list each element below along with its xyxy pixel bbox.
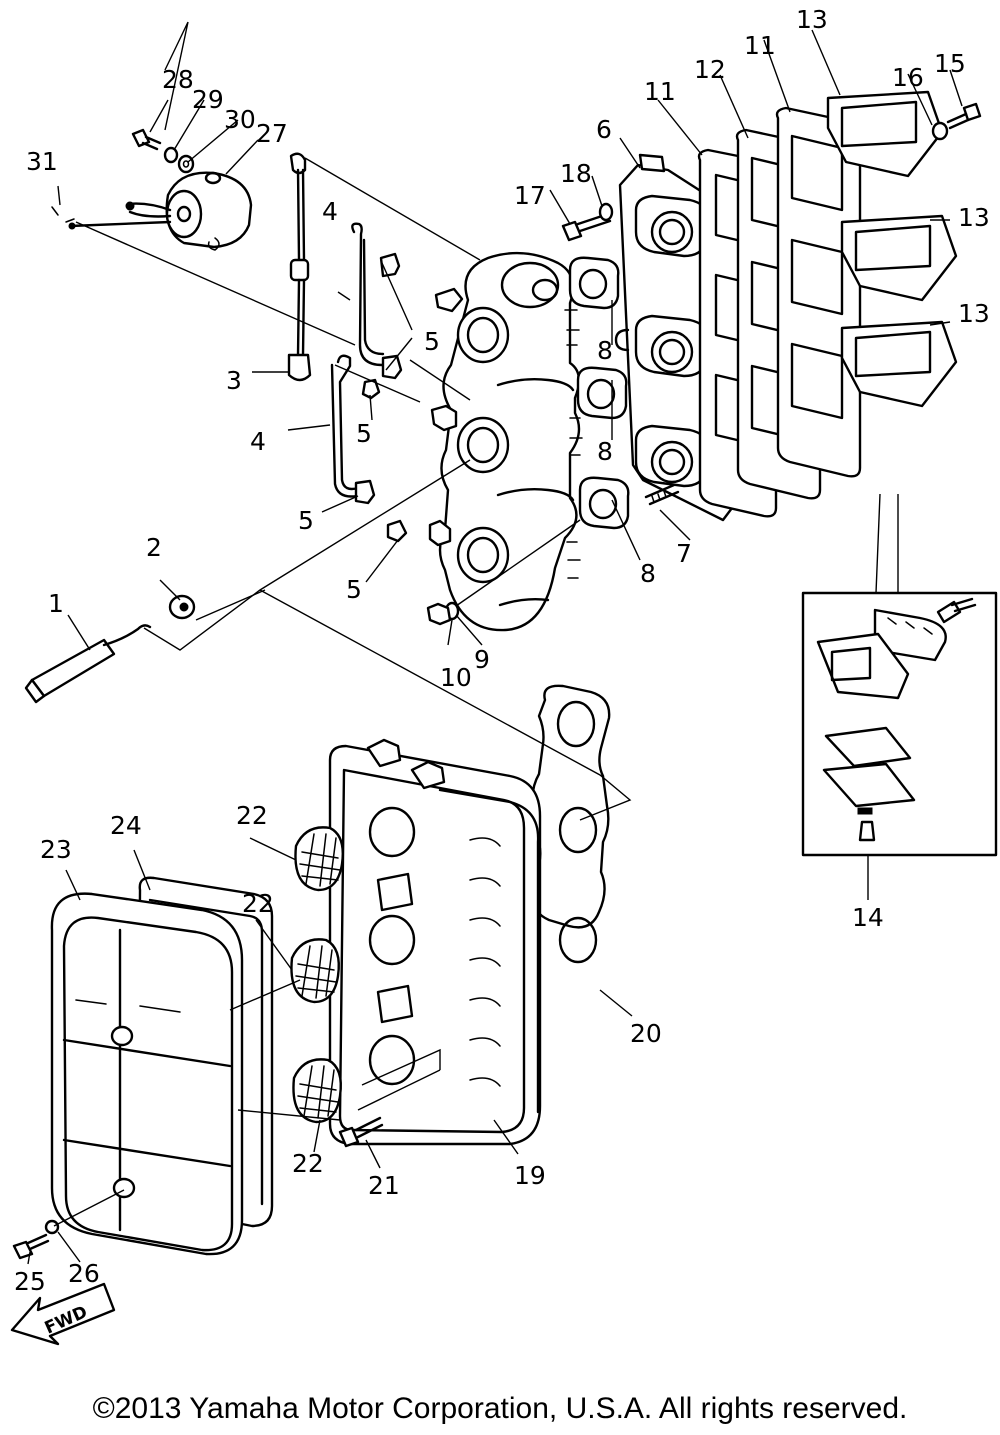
callout-labels: 1 2 3 4 4 5 5 5 5 5 6 7 8 8 8 9 10 11 11… xyxy=(14,5,990,1296)
copyright-notice: ©2013 Yamaha Motor Corporation, U.S.A. A… xyxy=(92,1392,908,1425)
callout-4-upper: 4 xyxy=(322,197,338,226)
part-30-washer xyxy=(177,154,195,174)
part-25-bolt xyxy=(12,1233,50,1260)
part-3-link-rod xyxy=(287,152,312,382)
part-20-gasket xyxy=(531,684,611,964)
callout-1: 1 xyxy=(48,589,64,618)
callout-13-top: 13 xyxy=(796,5,828,34)
callout-8-a: 8 xyxy=(597,336,613,365)
part-27-solenoid xyxy=(68,171,253,251)
part-28-bolt xyxy=(131,128,162,151)
callout-3: 3 xyxy=(226,366,242,395)
callout-14: 14 xyxy=(852,903,884,932)
callout-27: 27 xyxy=(256,119,288,148)
callout-30: 30 xyxy=(224,105,256,134)
callout-22-bottom: 22 xyxy=(292,1149,324,1178)
callout-10: 10 xyxy=(440,663,472,692)
callout-22-middle: 22 xyxy=(242,889,274,918)
part-7-stud xyxy=(644,483,680,506)
part-19-silencer-case xyxy=(328,738,542,1146)
part-1-sensor xyxy=(24,624,152,704)
leader-lines xyxy=(27,21,963,1265)
callout-5-c: 5 xyxy=(298,506,314,535)
part-8-gasket xyxy=(568,256,630,530)
crankcase-block xyxy=(428,251,583,632)
part-17-bolt xyxy=(561,212,612,242)
callout-5-d: 5 xyxy=(346,575,362,604)
part-16-washer xyxy=(931,121,949,141)
callout-6: 6 xyxy=(596,115,612,144)
callout-11-rear: 11 xyxy=(744,31,776,60)
callout-29: 29 xyxy=(192,85,224,114)
callout-12: 12 xyxy=(694,55,726,84)
callout-15: 15 xyxy=(934,49,966,78)
callout-16: 16 xyxy=(892,63,924,92)
callout-22-top: 22 xyxy=(236,801,268,830)
callout-18: 18 xyxy=(560,159,592,188)
part-13-reed-valve xyxy=(826,90,958,408)
callout-8-c: 8 xyxy=(640,559,656,588)
callout-26: 26 xyxy=(68,1259,100,1288)
part-4-hose-lower xyxy=(330,354,360,498)
callout-13-bottom: 13 xyxy=(958,299,990,328)
part-11-gasket-rear xyxy=(775,106,862,478)
part-18-washer xyxy=(598,202,614,222)
callout-24: 24 xyxy=(110,811,142,840)
callout-19: 19 xyxy=(514,1161,546,1190)
part-31-cotter-pin xyxy=(51,206,75,223)
callout-8-b: 8 xyxy=(597,437,613,466)
callout-23: 23 xyxy=(40,835,72,864)
callout-2: 2 xyxy=(146,533,162,562)
callout-25: 25 xyxy=(14,1267,46,1296)
callout-7: 7 xyxy=(676,539,692,568)
part-29-lock-washer xyxy=(163,146,179,164)
part-23-silencer-cover xyxy=(50,892,244,1256)
part-14-reed-valve-detail xyxy=(801,493,998,857)
part-2-grommet xyxy=(168,594,196,620)
callout-5-a: 5 xyxy=(424,327,440,356)
part-4-hose-upper xyxy=(351,222,390,367)
callout-13-middle: 13 xyxy=(958,203,990,232)
callout-4-lower: 4 xyxy=(250,427,266,456)
callout-21: 21 xyxy=(368,1171,400,1200)
callout-28: 28 xyxy=(162,65,194,94)
callout-5-b: 5 xyxy=(356,419,372,448)
callout-9: 9 xyxy=(474,645,490,674)
callout-31: 31 xyxy=(26,147,58,176)
part-15-screw xyxy=(946,102,982,130)
part-10-nut xyxy=(426,602,452,626)
callout-20: 20 xyxy=(630,1019,662,1048)
part-22-screen xyxy=(290,826,344,1124)
callout-11-front: 11 xyxy=(644,77,676,106)
part-21-bolt xyxy=(338,1116,384,1148)
callout-17: 17 xyxy=(514,181,546,210)
part-26-washer xyxy=(44,1219,60,1235)
